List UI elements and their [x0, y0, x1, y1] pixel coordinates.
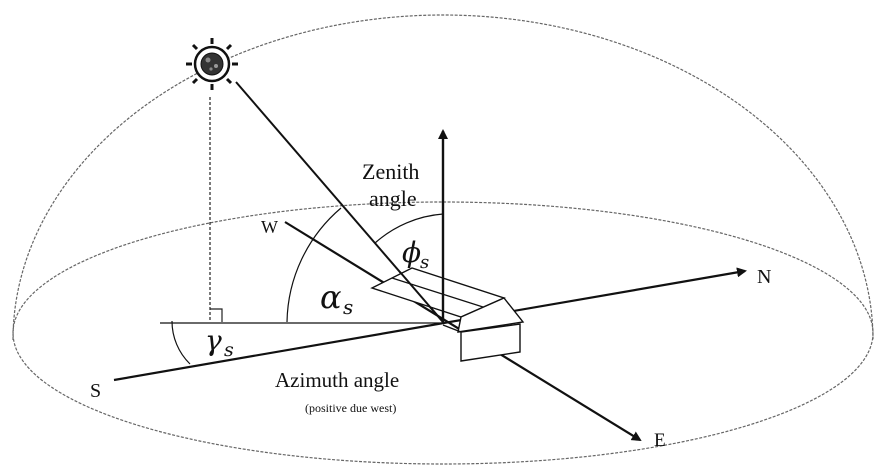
right-angle-marker	[210, 308, 223, 322]
azimuth-angle-subscript: s	[224, 339, 234, 361]
zenith-angle-symbol: ϕ	[402, 236, 421, 269]
house-icon	[370, 267, 525, 362]
zenith-label-line2: angle	[369, 186, 417, 211]
azimuth-note: (positive due west)	[305, 401, 396, 415]
south-label: S	[90, 380, 101, 402]
east-label: E	[654, 430, 666, 451]
altitude-arc	[286, 207, 342, 323]
altitude-angle-subscript: s	[343, 295, 353, 319]
azimuth-label: Azimuth angle	[275, 368, 399, 392]
altitude-angle-symbol: α	[320, 278, 342, 316]
zenith-label-line1: Zenith	[362, 159, 419, 184]
west-label: W	[261, 217, 278, 237]
north-label: N	[757, 266, 771, 288]
sky-dome-outline	[12, 14, 874, 341]
south-north-axis	[113, 267, 747, 382]
azimuth-arc	[171, 320, 191, 365]
horizon-ellipse	[12, 201, 874, 465]
zenith-angle-subscript: s	[420, 252, 429, 273]
azimuth-angle-symbol: γ	[205, 324, 222, 357]
sun-icon	[186, 38, 238, 90]
zenith-arc	[374, 213, 444, 244]
sun-ray-tip	[399, 271, 444, 323]
